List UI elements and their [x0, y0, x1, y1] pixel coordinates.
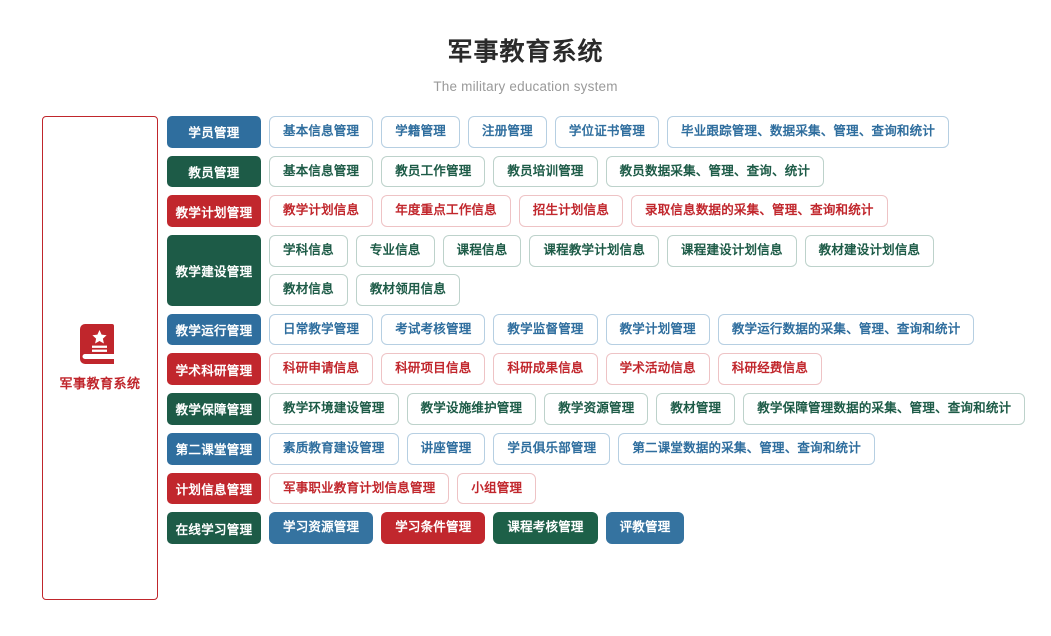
- sub-item-button[interactable]: 教学资源管理: [544, 393, 649, 425]
- sub-item-button[interactable]: 讲座管理: [406, 432, 486, 465]
- sub-item-line: 教学计划信息年度重点工作信息招生计划信息录取信息数据的采集、管理、查询和统计: [269, 195, 1051, 227]
- category-chip[interactable]: 学术科研管理: [167, 353, 261, 385]
- sub-item-button[interactable]: 教员培训管理: [493, 155, 598, 188]
- sub-item-button[interactable]: 科研申请信息: [269, 353, 374, 385]
- sub-item-line: 军事职业教育计划信息管理小组管理: [269, 472, 1051, 505]
- sub-item-stack: 基本信息管理学籍管理注册管理学位证书管理毕业跟踪管理、数据采集、管理、查询和统计: [269, 115, 1051, 148]
- sub-item-button[interactable]: 课程建设计划信息: [667, 235, 797, 267]
- brand-label: 军事教育系统: [59, 376, 141, 392]
- page-title: 军事教育系统: [447, 38, 604, 66]
- category-chip[interactable]: 教学运行管理: [167, 313, 261, 346]
- sub-item-line: 科研申请信息科研项目信息科研成果信息学术活动信息科研经费信息: [269, 353, 1051, 385]
- category-chip[interactable]: 教学保障管理: [167, 393, 261, 425]
- sub-item-button[interactable]: 学位证书管理: [554, 115, 660, 148]
- category-chip[interactable]: 第二课堂管理: [167, 432, 261, 465]
- category-chip[interactable]: 教学建设管理: [167, 235, 261, 306]
- sub-item-button[interactable]: 教学环境建设管理: [269, 393, 399, 425]
- sub-item-line: 学习资源管理学习条件管理课程考核管理评教管理: [269, 512, 1051, 544]
- category-chip[interactable]: 教学计划管理: [167, 195, 261, 227]
- book-star-icon: [80, 323, 120, 365]
- sub-item-line: 日常教学管理考试考核管理教学监督管理教学计划管理教学运行数据的采集、管理、查询和…: [269, 313, 1051, 346]
- sub-item-button[interactable]: 教材领用信息: [355, 273, 461, 306]
- category-row: 在线学习管理学习资源管理学习条件管理课程考核管理评教管理: [167, 512, 1051, 544]
- sub-item-button[interactable]: 课程教学计划信息: [529, 235, 660, 267]
- sub-item-button[interactable]: 教员工作管理: [381, 155, 486, 188]
- category-chip[interactable]: 教员管理: [167, 155, 261, 188]
- sub-item-button[interactable]: 军事职业教育计划信息管理: [269, 472, 450, 505]
- category-row: 计划信息管理军事职业教育计划信息管理小组管理: [167, 472, 1051, 505]
- sub-item-stack: 学习资源管理学习条件管理课程考核管理评教管理: [269, 512, 1051, 544]
- sub-item-stack: 科研申请信息科研项目信息科研成果信息学术活动信息科研经费信息: [269, 353, 1051, 385]
- sub-item-line: 基本信息管理教员工作管理教员培训管理教员数据采集、管理、查询、统计: [269, 155, 1051, 188]
- category-row: 教员管理基本信息管理教员工作管理教员培训管理教员数据采集、管理、查询、统计: [167, 155, 1051, 188]
- category-row: 教学建设管理学科信息专业信息课程信息课程教学计划信息课程建设计划信息教材建设计划…: [167, 235, 1051, 306]
- sub-item-button[interactable]: 科研经费信息: [717, 353, 823, 385]
- sub-item-button[interactable]: 年度重点工作信息: [381, 195, 511, 227]
- sub-item-button[interactable]: 专业信息: [355, 235, 435, 267]
- category-row: 教学运行管理日常教学管理考试考核管理教学监督管理教学计划管理教学运行数据的采集、…: [167, 313, 1051, 346]
- sub-item-button[interactable]: 教学监督管理: [493, 313, 598, 346]
- page-subtitle: The military education system: [433, 78, 618, 94]
- category-chip[interactable]: 计划信息管理: [167, 472, 261, 505]
- sub-item-button[interactable]: 教员数据采集、管理、查询、统计: [605, 155, 825, 188]
- sub-item-stack: 教学计划信息年度重点工作信息招生计划信息录取信息数据的采集、管理、查询和统计: [269, 195, 1051, 227]
- sub-item-button[interactable]: 教学计划管理: [605, 313, 710, 346]
- sub-item-button[interactable]: 教学计划信息: [269, 195, 374, 227]
- sub-item-line: 基本信息管理学籍管理注册管理学位证书管理毕业跟踪管理、数据采集、管理、查询和统计: [269, 115, 1051, 148]
- sub-item-button[interactable]: 课程考核管理: [493, 512, 598, 544]
- sub-item-button[interactable]: 教学设施维护管理: [406, 393, 537, 425]
- category-chip[interactable]: 学员管理: [167, 115, 261, 148]
- sub-item-button[interactable]: 基本信息管理: [269, 155, 374, 188]
- sub-item-button[interactable]: 教学运行数据的采集、管理、查询和统计: [717, 313, 975, 346]
- category-rows: 学员管理基本信息管理学籍管理注册管理学位证书管理毕业跟踪管理、数据采集、管理、查…: [158, 115, 1051, 600]
- sub-item-button[interactable]: 学习资源管理: [269, 512, 374, 544]
- sub-item-button[interactable]: 学科信息: [269, 235, 348, 267]
- sub-item-stack: 素质教育建设管理讲座管理学员俱乐部管理第二课堂数据的采集、管理、查询和统计: [269, 432, 1051, 465]
- sub-item-button[interactable]: 考试考核管理: [381, 313, 486, 346]
- sub-item-button[interactable]: 教材管理: [656, 393, 736, 425]
- sub-item-button[interactable]: 招生计划信息: [518, 195, 624, 227]
- sub-item-button[interactable]: 基本信息管理: [269, 115, 374, 148]
- brand-panel: 军事教育系统: [42, 115, 158, 600]
- sub-item-button[interactable]: 学籍管理: [381, 115, 461, 148]
- sub-item-button[interactable]: 教材信息: [269, 273, 348, 306]
- sub-item-stack: 基本信息管理教员工作管理教员培训管理教员数据采集、管理、查询、统计: [269, 155, 1051, 188]
- sub-item-button[interactable]: 评教管理: [605, 512, 685, 544]
- category-row: 教学计划管理教学计划信息年度重点工作信息招生计划信息录取信息数据的采集、管理、查…: [167, 195, 1051, 227]
- category-row: 第二课堂管理素质教育建设管理讲座管理学员俱乐部管理第二课堂数据的采集、管理、查询…: [167, 432, 1051, 465]
- sub-item-button[interactable]: 学术活动信息: [605, 353, 710, 385]
- sub-item-line: 学科信息专业信息课程信息课程教学计划信息课程建设计划信息教材建设计划信息: [269, 235, 1051, 267]
- category-row: 学术科研管理科研申请信息科研项目信息科研成果信息学术活动信息科研经费信息: [167, 353, 1051, 385]
- sub-item-button[interactable]: 素质教育建设管理: [269, 432, 399, 465]
- sub-item-button[interactable]: 教材建设计划信息: [804, 235, 935, 267]
- sub-item-stack: 军事职业教育计划信息管理小组管理: [269, 472, 1051, 505]
- sub-item-button[interactable]: 学员俱乐部管理: [493, 432, 611, 465]
- sub-item-line: 教学环境建设管理教学设施维护管理教学资源管理教材管理教学保障管理数据的采集、管理…: [269, 393, 1051, 425]
- sub-item-button[interactable]: 录取信息数据的采集、管理、查询和统计: [631, 195, 888, 227]
- sub-item-button[interactable]: 教学保障管理数据的采集、管理、查询和统计: [743, 393, 1026, 425]
- sub-item-button[interactable]: 日常教学管理: [269, 313, 374, 346]
- category-chip[interactable]: 在线学习管理: [167, 512, 261, 544]
- sub-item-line: 教材信息教材领用信息: [269, 273, 1051, 306]
- sub-item-stack: 教学环境建设管理教学设施维护管理教学资源管理教材管理教学保障管理数据的采集、管理…: [269, 393, 1051, 425]
- sub-item-button[interactable]: 科研项目信息: [381, 353, 486, 385]
- system-map: 军事教育系统 学员管理基本信息管理学籍管理注册管理学位证书管理毕业跟踪管理、数据…: [0, 94, 1051, 600]
- category-row: 学员管理基本信息管理学籍管理注册管理学位证书管理毕业跟踪管理、数据采集、管理、查…: [167, 115, 1051, 148]
- page-header: 军事教育系统 The military education system: [0, 0, 1051, 94]
- sub-item-button[interactable]: 科研成果信息: [493, 353, 598, 385]
- sub-item-button[interactable]: 学习条件管理: [381, 512, 486, 544]
- sub-item-button[interactable]: 小组管理: [457, 472, 537, 505]
- category-row: 教学保障管理教学环境建设管理教学设施维护管理教学资源管理教材管理教学保障管理数据…: [167, 393, 1051, 425]
- sub-item-stack: 学科信息专业信息课程信息课程教学计划信息课程建设计划信息教材建设计划信息教材信息…: [269, 235, 1051, 306]
- sub-item-button[interactable]: 第二课堂数据的采集、管理、查询和统计: [618, 432, 875, 465]
- sub-item-button[interactable]: 毕业跟踪管理、数据采集、管理、查询和统计: [667, 115, 950, 148]
- sub-item-stack: 日常教学管理考试考核管理教学监督管理教学计划管理教学运行数据的采集、管理、查询和…: [269, 313, 1051, 346]
- sub-item-button[interactable]: 注册管理: [468, 115, 547, 148]
- sub-item-line: 素质教育建设管理讲座管理学员俱乐部管理第二课堂数据的采集、管理、查询和统计: [269, 432, 1051, 465]
- sub-item-button[interactable]: 课程信息: [442, 235, 522, 267]
